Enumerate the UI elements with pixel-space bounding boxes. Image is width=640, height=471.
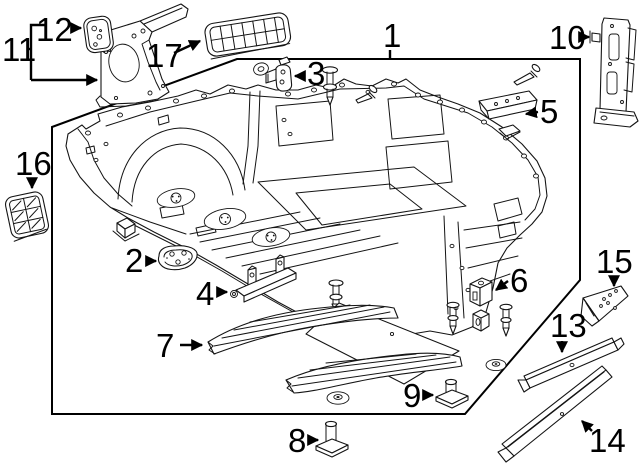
callout-17[interactable]: 17 (146, 37, 202, 74)
callout-8[interactable]: 8 (288, 422, 320, 459)
callout-9-label[interactable]: 9 (403, 377, 421, 414)
callout-8-label[interactable]: 8 (288, 422, 306, 459)
callout-1-label[interactable]: 1 (383, 17, 401, 54)
callout-14-arrow (581, 420, 594, 433)
callout-5-label[interactable]: 5 (540, 93, 558, 130)
part-16-vent-grille[interactable] (4, 191, 50, 242)
part-11-wheelhouse-bracket[interactable] (95, 3, 189, 108)
part-12-access-plate[interactable] (83, 15, 115, 54)
clip-nut[interactable] (472, 309, 490, 332)
rivet-pin[interactable] (513, 63, 541, 86)
callout-14[interactable]: 14 (581, 420, 626, 459)
part-10-side-reinforcement[interactable] (589, 17, 639, 128)
rivet-pin[interactable] (355, 84, 378, 104)
part-7-heat-shield[interactable] (207, 302, 463, 394)
callout-7-label[interactable]: 7 (156, 327, 174, 364)
callout-3-label[interactable]: 3 (307, 55, 325, 92)
callout-11[interactable]: 11 (2, 23, 99, 86)
callout-17-label[interactable]: 17 (146, 37, 183, 74)
callout-13[interactable]: 13 (550, 307, 587, 354)
callout-13-label[interactable]: 13 (550, 307, 587, 344)
callout-6[interactable]: 6 (495, 262, 528, 299)
callout-17-arrow (173, 39, 202, 55)
callout-10-label[interactable]: 10 (549, 19, 586, 56)
callouts: 1 2 3 4 5 6 7 8 (2, 11, 633, 459)
callout-7[interactable]: 7 (156, 327, 204, 364)
callout-4[interactable]: 4 (196, 275, 229, 312)
part-14-rocker-rail[interactable] (497, 365, 613, 463)
callout-4-label[interactable]: 4 (196, 275, 214, 312)
callout-5[interactable]: 5 (524, 93, 558, 130)
push-pin-bolt[interactable] (499, 303, 513, 337)
grommet-ring[interactable] (252, 61, 270, 76)
callout-6-arrow (495, 278, 509, 291)
part-2-mount-plate[interactable] (157, 245, 198, 271)
callout-11-label[interactable]: 11 (2, 31, 36, 68)
callout-16[interactable]: 16 (15, 145, 52, 190)
part-8-stud-bolt[interactable] (315, 420, 349, 458)
callout-2-label[interactable]: 2 (125, 242, 143, 279)
callout-15[interactable]: 15 (596, 243, 633, 288)
part-15-rail-bracket[interactable] (580, 285, 629, 327)
retainer-clip[interactable] (112, 217, 140, 242)
washer[interactable] (326, 391, 350, 405)
callout-16-label[interactable]: 16 (15, 145, 52, 182)
callout-6-label[interactable]: 6 (510, 262, 528, 299)
part-6-hook-bracket[interactable] (469, 277, 493, 307)
push-pin-bolt[interactable] (321, 66, 339, 106)
callout-5-arrow (524, 106, 539, 119)
callout-10[interactable]: 10 (549, 19, 591, 56)
part-17-vent-grille[interactable] (204, 12, 292, 60)
callout-2[interactable]: 2 (125, 242, 158, 279)
callout-15-label[interactable]: 15 (596, 243, 633, 280)
part-4-support-bracket[interactable] (230, 254, 297, 303)
part-9-stud-bolt[interactable] (435, 378, 469, 409)
part-3-retainer-plug[interactable] (265, 56, 293, 92)
callout-12[interactable]: 12 (36, 11, 83, 48)
callout-9[interactable]: 9 (403, 377, 435, 414)
part-13-side-rail[interactable] (517, 337, 625, 393)
callout-3[interactable]: 3 (293, 55, 325, 92)
callout-14-label[interactable]: 14 (589, 422, 626, 459)
callout-11-bracket (29, 23, 46, 80)
callout-12-label[interactable]: 12 (36, 11, 73, 48)
push-pin-bolt[interactable] (446, 301, 460, 335)
callout-1[interactable]: 1 (383, 17, 401, 59)
washer[interactable] (485, 358, 507, 372)
part-5-rail-bracket[interactable] (478, 90, 538, 140)
